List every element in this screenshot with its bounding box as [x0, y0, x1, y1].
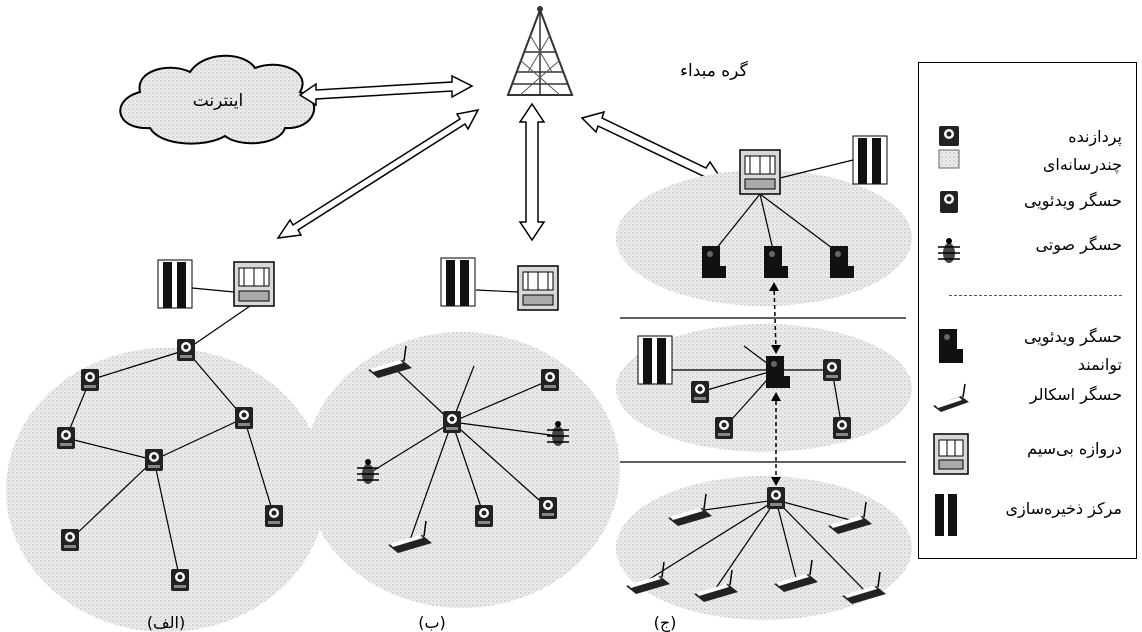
video-sensor-icon [443, 411, 461, 433]
legend-label-multimedia: چندرسانه‌ای [1043, 155, 1122, 174]
video-sensor-icon [691, 381, 709, 403]
storage-hub-icon [158, 260, 192, 308]
cluster-b [304, 258, 620, 608]
legend-label-capable-video: حسگر ویدئویی [1024, 327, 1122, 346]
video-sensor-icon [177, 339, 195, 361]
storage-hub-icon [853, 136, 887, 184]
video-sensor-icon [767, 487, 785, 509]
video-sensor-icon [145, 449, 163, 471]
storage-hub-icon [931, 491, 961, 537]
capable-video-sensor-icon [931, 325, 967, 369]
wireless-gateway-icon [740, 150, 780, 194]
video-sensor-icon [235, 407, 253, 429]
legend: پردازنده چندرسانه‌ای حسگر ویدئویی حسگر ص… [918, 62, 1137, 559]
cluster-c-top [616, 136, 912, 306]
scalar-sensor-icon [931, 383, 971, 417]
cluster-c-middle [616, 324, 912, 452]
video-sensor-icon [833, 417, 851, 439]
source-node-label: گره مبداء [680, 60, 749, 81]
video-sensor-icon [931, 187, 967, 219]
cluster-a [6, 260, 326, 632]
legend-label-audio-sensor: حسگر صوتی [1035, 235, 1122, 254]
link-arrow-internet [300, 76, 472, 105]
video-sensor-icon [265, 505, 283, 527]
storage-hub-icon [638, 336, 672, 384]
video-sensor-icon [61, 529, 79, 551]
legend-label-capable: توانمند [1078, 355, 1122, 374]
video-sensor-icon [57, 427, 75, 449]
video-sensor-icon [539, 497, 557, 519]
link-arrow-cluster-c [582, 112, 722, 182]
legend-label-video-sensor: حسگر ویدئویی [1024, 191, 1122, 210]
video-sensor-icon [715, 417, 733, 439]
multimedia-processor-icon [931, 123, 967, 173]
internet-label: اینترنت [193, 91, 244, 111]
panel-label-c: (ج) [654, 613, 677, 632]
video-sensor-icon [171, 569, 189, 591]
legend-label-scalar: حسگر اسکالر [1030, 385, 1122, 404]
video-sensor-icon [541, 369, 559, 391]
panel-label-b: (ب) [418, 613, 446, 632]
video-sensor-icon [81, 369, 99, 391]
video-sensor-icon [475, 505, 493, 527]
legend-label-gateway: دروازه بی‌سیم [1027, 439, 1122, 458]
panel-label-a: (الف) [147, 613, 185, 632]
storage-hub-icon [441, 258, 475, 306]
link-arrow-cluster-a [278, 110, 478, 238]
wireless-gateway-icon [518, 266, 558, 310]
link-arrow-cluster-b [520, 104, 544, 240]
wireless-gateway-icon [931, 431, 971, 477]
legend-label-processor: پردازنده [1068, 127, 1122, 146]
video-sensor-icon [823, 359, 841, 381]
legend-label-storage: مرکز ذخیره‌سازی [1005, 499, 1122, 518]
cluster-c-bottom [616, 476, 912, 620]
legend-divider [949, 295, 1122, 296]
audio-sensor-icon [931, 233, 967, 269]
tower-icon [508, 6, 572, 95]
wireless-gateway-icon [234, 262, 274, 306]
